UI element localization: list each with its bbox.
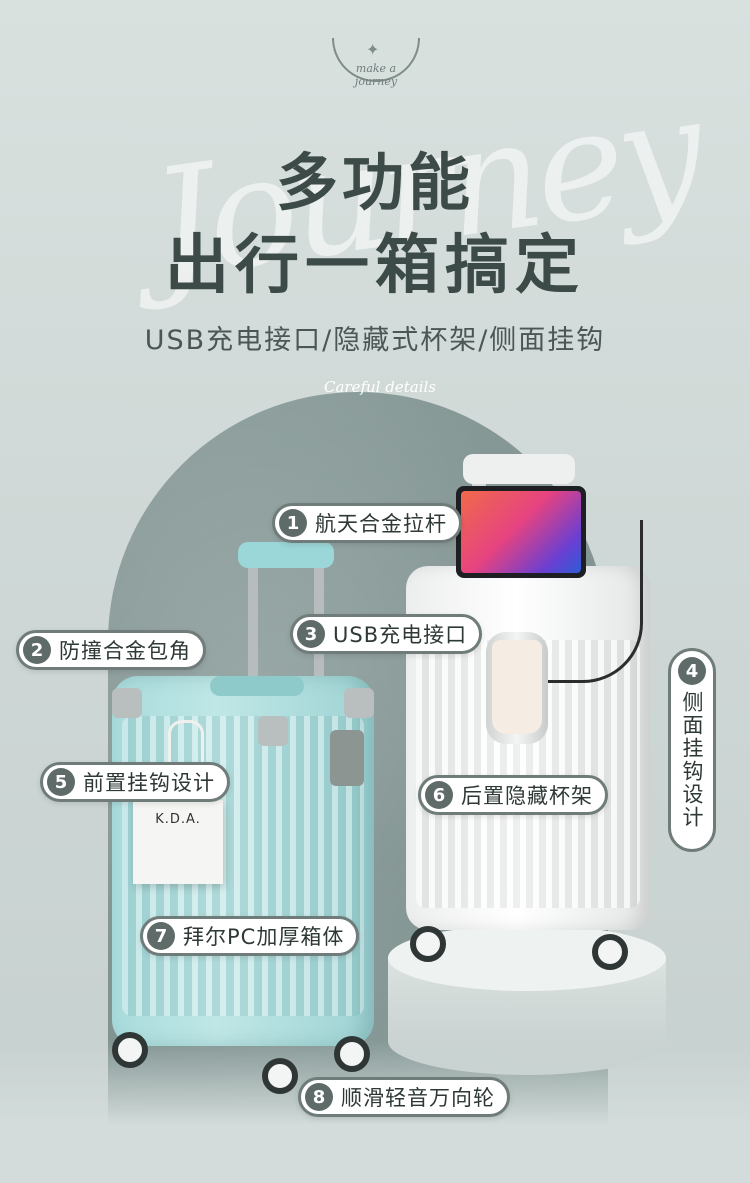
callout-label: 侧面挂钩设计 (680, 691, 704, 829)
logo-text: make a journey (354, 62, 398, 88)
callout-4: 4 侧面挂钩设计 (668, 648, 716, 852)
callout-label: 航天合金拉杆 (315, 512, 447, 536)
charging-cable (540, 520, 643, 683)
details-caption: Careful details (324, 378, 436, 396)
callout-6: 6 后置隐藏杯架 (418, 775, 608, 815)
callout-3: 3 USB充电接口 (290, 614, 483, 654)
callout-1: 1 航天合金拉杆 (272, 503, 462, 543)
callout-5: 5 前置挂钩设计 (40, 762, 230, 802)
wheel (592, 934, 628, 970)
blue-case-corner-guard (344, 688, 374, 718)
callout-8: 8 顺滑轻音万向轮 (298, 1077, 510, 1117)
callout-2: 2 防撞合金包角 (16, 630, 206, 670)
wheel (112, 1032, 148, 1068)
callout-number: 7 (147, 922, 175, 950)
feature-subline: USB充电接口/隐藏式杯架/侧面挂钩 (144, 325, 606, 356)
callout-label: 防撞合金包角 (59, 639, 191, 663)
callout-number: 5 (47, 768, 75, 796)
blue-case-handle-rod-left (248, 562, 258, 680)
headline-line-1: 多功能 (275, 146, 474, 219)
blue-case-telescopic-handle (238, 542, 334, 568)
callout-label: 前置挂钩设计 (83, 771, 215, 795)
blue-case-top-handle (210, 676, 304, 696)
callout-number: 2 (23, 636, 51, 664)
blue-case-corner-guard (112, 688, 142, 718)
wheel (334, 1036, 370, 1072)
headline-line-2: 出行一箱搞定 (165, 229, 585, 303)
coffee-cup (492, 640, 542, 734)
wheel (410, 926, 446, 962)
white-case-telescopic-handle (463, 454, 575, 484)
callout-7: 7 拜尔PC加厚箱体 (140, 916, 360, 956)
combination-lock (330, 730, 364, 786)
wheel (262, 1058, 298, 1094)
blue-case-corner-guard (258, 716, 288, 746)
brand-logo: ✦ make a journey (332, 28, 420, 88)
callout-number: 3 (297, 620, 325, 648)
callout-label: USB充电接口 (333, 623, 468, 647)
callout-number: 4 (678, 657, 706, 685)
callout-label: 拜尔PC加厚箱体 (183, 925, 345, 949)
callout-label: 顺滑轻音万向轮 (341, 1086, 495, 1110)
hanging-bag: K.D.A. (133, 800, 223, 884)
bag-label: K.D.A. (155, 812, 201, 827)
callout-number: 6 (425, 781, 453, 809)
callout-number: 1 (279, 509, 307, 537)
callout-number: 8 (305, 1083, 333, 1111)
tablet-device (456, 486, 586, 578)
callout-label: 后置隐藏杯架 (461, 784, 593, 808)
star-icon: ✦ (366, 40, 380, 59)
